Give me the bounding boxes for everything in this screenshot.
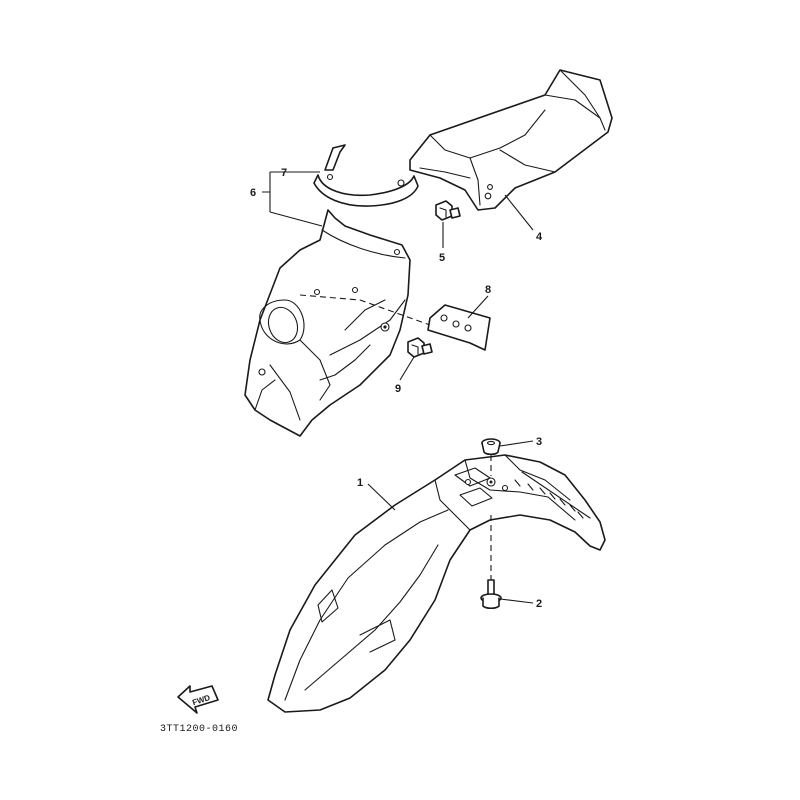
callout-5: 5 — [439, 252, 445, 264]
callout-1: 1 — [357, 477, 363, 489]
leader-lines — [262, 171, 534, 604]
plate-hole — [440, 314, 448, 322]
mounting-hole — [484, 192, 492, 200]
part-8-plate — [427, 304, 491, 351]
leader-1 — [367, 483, 396, 511]
leader-3 — [499, 440, 534, 447]
leader-2 — [499, 598, 534, 604]
mounting-hole — [489, 480, 493, 484]
part-3-collar — [481, 438, 501, 456]
callout-8: 8 — [485, 284, 491, 296]
leader-8 — [467, 295, 489, 319]
mounting-hole — [258, 368, 266, 376]
callout-7: 7 — [281, 167, 287, 179]
clamp-bolt-hole — [326, 173, 334, 181]
callout-9: 9 — [395, 383, 401, 395]
callout-2: 2 — [536, 598, 542, 610]
mounting-hole — [393, 248, 401, 256]
part-7-clamp-band — [313, 144, 419, 207]
part-1-front-fender — [267, 454, 606, 713]
part-2-flange-bolt — [480, 579, 502, 610]
mounting-hole — [383, 325, 387, 329]
callout-4: 4 — [536, 231, 543, 243]
mounting-hole — [351, 286, 359, 294]
mounting-hole — [501, 484, 509, 492]
leader-4 — [504, 194, 534, 231]
fwd-arrow-icon: FWD — [177, 685, 219, 714]
part-4-upper-cover — [409, 69, 613, 211]
mounting-hole — [313, 288, 321, 296]
intake-opening — [267, 306, 299, 344]
part-6-air-box — [244, 209, 411, 437]
leader-9 — [399, 356, 415, 381]
part-9-bolt — [407, 337, 433, 358]
clamp-bolt-hole — [397, 179, 405, 187]
leader-6 — [262, 171, 323, 227]
catalog-code: 3TT1200-0160 — [160, 724, 238, 735]
part-5-bolt — [435, 200, 461, 221]
mounting-hole — [464, 478, 472, 486]
assembly-line — [299, 294, 431, 326]
callout-3: 3 — [536, 436, 542, 448]
plate-hole — [452, 320, 460, 328]
mounting-hole — [487, 184, 493, 190]
callout-6: 6 — [250, 187, 256, 199]
plate-hole — [464, 324, 472, 332]
